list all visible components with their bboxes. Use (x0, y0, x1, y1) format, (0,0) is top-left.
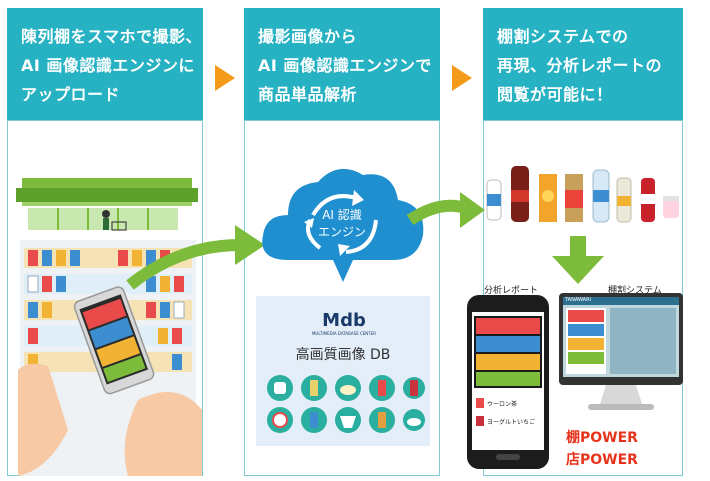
step-1-line-3: アップロード (21, 85, 121, 104)
step-3-header: 棚割システムでの 再現、分析レポートの 閲覧が可能に！ (483, 8, 683, 120)
step-2-line-1: 撮影画像から (258, 27, 358, 46)
cloud-label-line-1: AI 認識 (322, 208, 362, 222)
ai-cloud-icon (262, 168, 424, 282)
monitor-brand: TANAWARI (565, 297, 592, 303)
step-2-line-2: AI 画像認識エンジンで (258, 56, 432, 75)
step-1-header: 陳列棚をスマホで撮影、 AI 画像認識エンジンに アップロード (7, 8, 203, 120)
mdb-logo: Mdb (322, 310, 366, 331)
phone-caption: 分析レポート (484, 286, 539, 296)
step-2-line-3: 商品単品解析 (258, 85, 358, 104)
step-3-line-2: 再現、分析レポートの (497, 56, 663, 75)
cloud-label-line-2: エンジン (317, 225, 366, 239)
brand-logo-2: 店POWER (566, 452, 638, 468)
step-3-line-1: 棚割システムでの (497, 27, 629, 46)
step-2-header: 撮影画像から AI 画像認識エンジンで 商品単品解析 (244, 8, 440, 120)
step-3-line-3: 閲覧が可能に！ (497, 85, 613, 104)
down-arrow-icon (552, 236, 604, 284)
phone-item-2: ヨーグルトいちご (487, 419, 536, 426)
step-arrow-2 (452, 65, 472, 91)
report-phone-icon (467, 295, 549, 469)
step-1-line-2: AI 画像認識エンジンに (21, 56, 195, 75)
analysis-arrow-icon (406, 192, 485, 228)
mdb-logo-sub: MULTIMEDIA DATABASE CENTER (311, 331, 377, 336)
upload-arrow-icon (126, 225, 265, 290)
step-1-line-1: 陳列棚をスマホで撮影、 (21, 27, 203, 46)
monitor-caption: 棚割システム (608, 286, 662, 296)
brand-logo-1: 棚POWER (566, 430, 638, 446)
phone-in-hand-icon (73, 286, 155, 395)
store-illustration (16, 178, 202, 476)
product-lineup (486, 166, 679, 223)
shelf-monitor-icon (559, 293, 683, 410)
database-title: 高画質画像 DB (295, 347, 391, 363)
step-arrow-1 (215, 65, 235, 91)
product-icon-grid (267, 375, 425, 433)
phone-item-1: ウーロン茶 (487, 401, 518, 408)
cloud-label: AI 認識 エンジン (304, 207, 380, 241)
